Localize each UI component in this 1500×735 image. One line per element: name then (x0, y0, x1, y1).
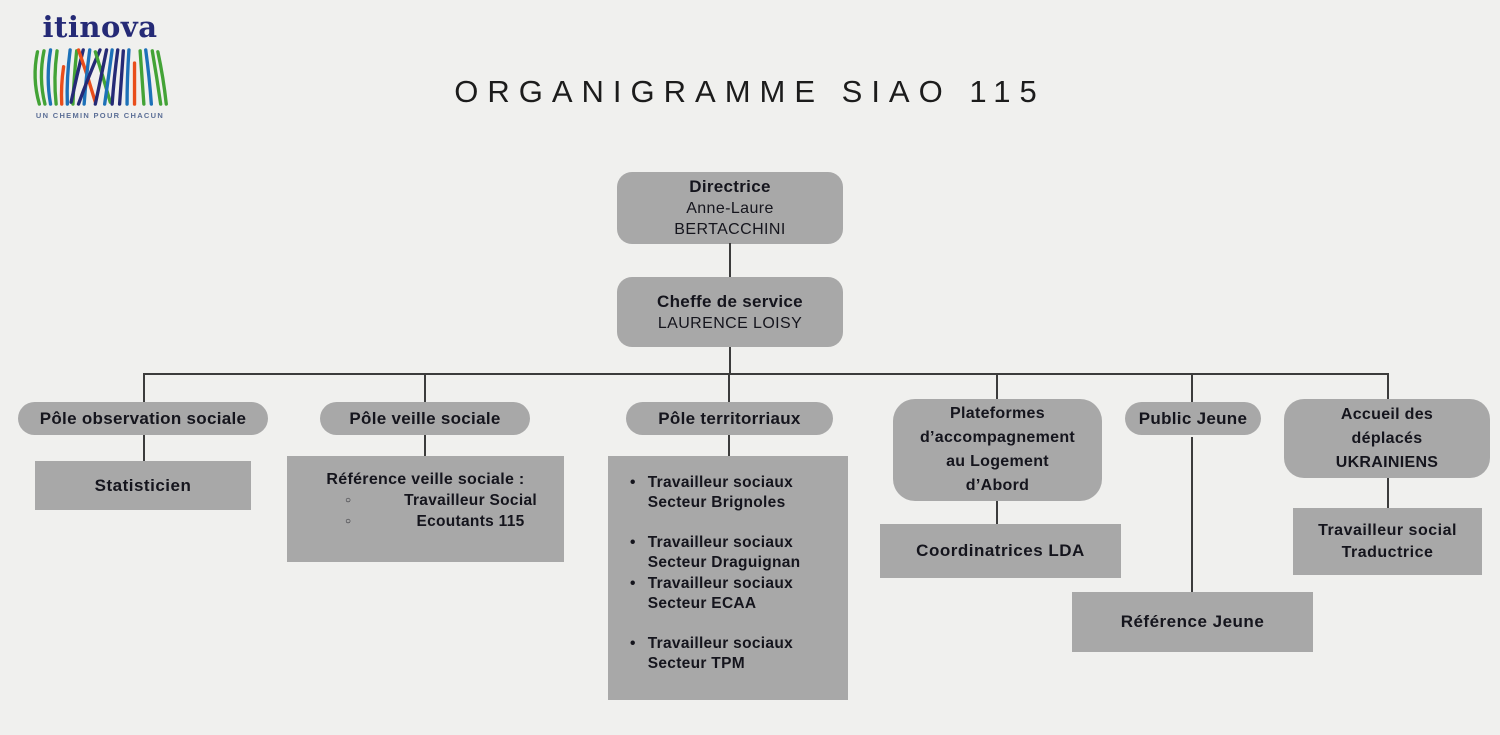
connector-drop-col5 (1191, 374, 1193, 403)
connector-drop-col3 (728, 374, 730, 403)
traductrice-line2: Traductrice (1341, 543, 1434, 561)
chief-role: Cheffe de service (657, 291, 803, 311)
traductrice-line1: Travailleur social (1318, 521, 1457, 539)
accueil-line1: Accueil des (1340, 405, 1434, 423)
box-reference-jeune: Référence Jeune (1072, 592, 1313, 652)
veille-sociale-title: Référence veille sociale : (326, 471, 525, 488)
director-name-line2: BERTACCHINI (674, 221, 786, 238)
director-box: Directrice Anne-Laure BERTACCHINI (617, 172, 843, 244)
accueil-line2: déplacés (1351, 429, 1423, 447)
header-pole-veille-sociale: Pôle veille sociale (320, 402, 530, 435)
list-item: Ecoutants 115 (287, 511, 564, 532)
header-accueil-deplaces-ukrainiens: Accueil des déplacés UKRAINIENS (1284, 399, 1490, 478)
header-pole-territoriaux: Pôle territorriaux (626, 402, 833, 435)
connector-drop-col4 (996, 374, 998, 400)
veille-bullet-1: Travailleur Social (404, 492, 537, 509)
itinova-logo: itinova UN CHEMIN POUR CHACUN (26, 10, 174, 120)
connector-col1-child (143, 435, 145, 461)
plateformes-line4: d’Abord (965, 477, 1030, 494)
connector-director-chief (729, 243, 731, 277)
connector-drop-col6 (1387, 374, 1389, 400)
connector-col3-child (728, 435, 730, 456)
chief-name: LAURENCE LOISY (657, 314, 803, 332)
connector-drop-col1 (143, 374, 145, 403)
box-travailleur-social-traductrice: Travailleur social Traductrice (1293, 508, 1482, 575)
connector-drop-col2 (424, 374, 426, 403)
plateformes-line1: Plateformes (950, 405, 1045, 422)
header-public-jeune: Public Jeune (1125, 402, 1261, 435)
logo-wavy-lines-icon (33, 48, 168, 106)
plateformes-line3: au Logement (946, 453, 1049, 470)
connector-chief-branch (729, 347, 731, 374)
connector-col5-child (1191, 437, 1193, 592)
connector-col6-child (1387, 478, 1389, 508)
logo-tagline: UN CHEMIN POUR CHACUN (35, 111, 165, 120)
chief-of-service-box: Cheffe de service LAURENCE LOISY (617, 277, 843, 347)
page-title: ORGANIGRAMME SIAO 115 (454, 74, 1046, 109)
box-coordinatrices-lda: Coordinatrices LDA (880, 524, 1121, 578)
director-role: Directrice (689, 177, 771, 196)
list-item: Travailleur Social (287, 490, 564, 511)
box-statisticien: Statisticien (35, 461, 251, 510)
logo-brand-text: itinova (42, 10, 158, 44)
plateformes-line2: d’accompagnement (919, 429, 1076, 446)
connector-col4-child (996, 501, 998, 524)
connector-col2-child (424, 435, 426, 456)
header-pole-observation-sociale: Pôle observation sociale (18, 402, 268, 435)
box-reference-veille-sociale: Référence veille sociale : Travailleur S… (287, 456, 564, 562)
connector-horizontal-branch (143, 373, 1389, 375)
director-name-line1: Anne-Laure (686, 200, 774, 217)
veille-bullet-2: Ecoutants 115 (416, 513, 525, 530)
accueil-line3: UKRAINIENS (1335, 453, 1439, 471)
header-plateformes-lda: Plateformes d’accompagnement au Logement… (893, 399, 1102, 501)
